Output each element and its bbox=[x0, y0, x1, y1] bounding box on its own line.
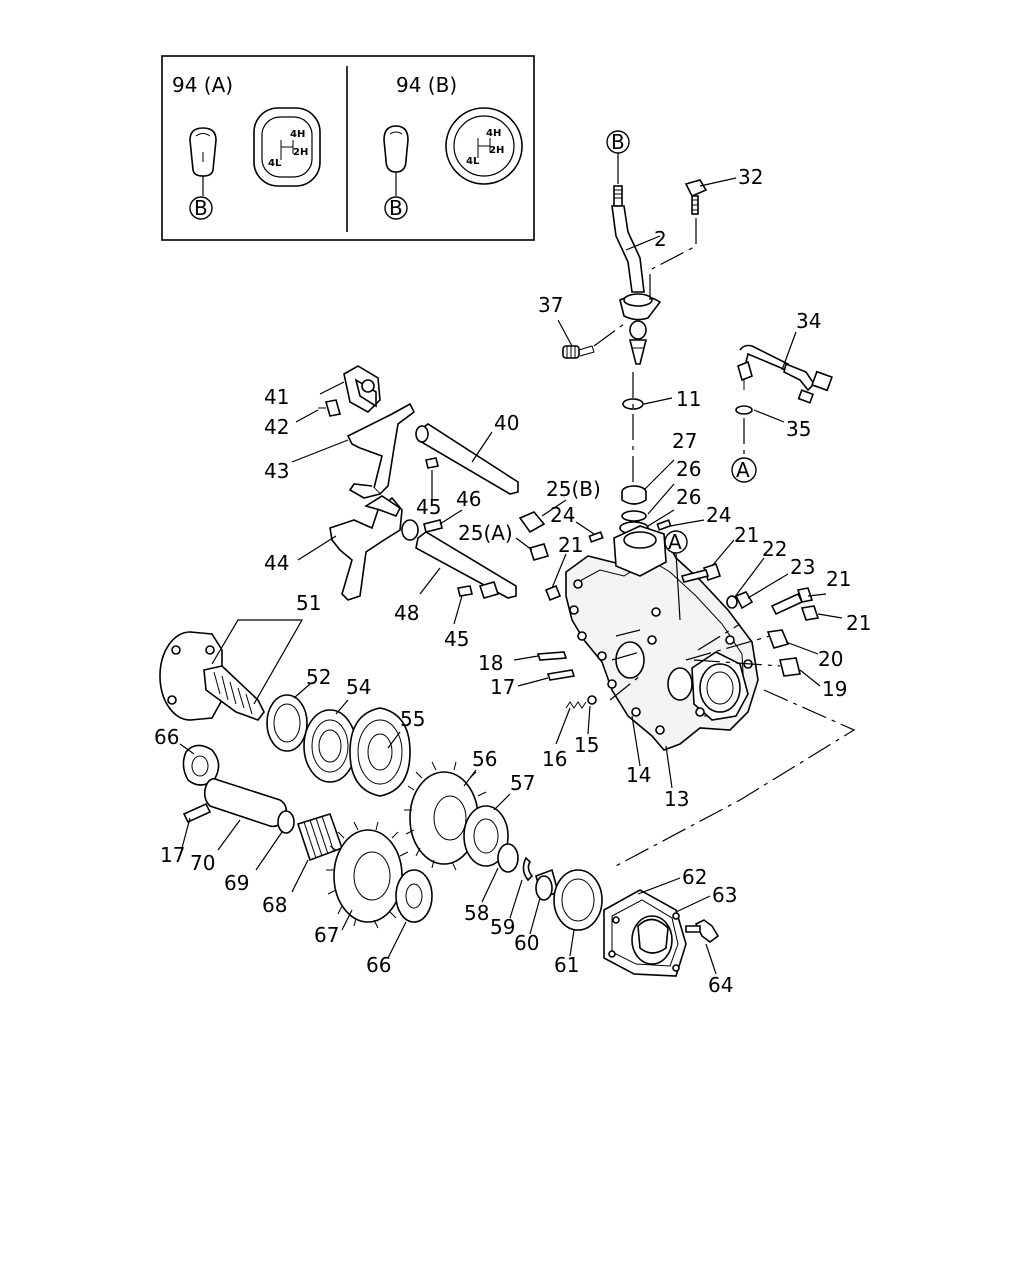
callout-26-upper: 26 bbox=[676, 457, 701, 481]
callout-45-upper: 45 bbox=[416, 495, 441, 519]
callout-67: 67 bbox=[314, 923, 339, 947]
pin-37-icon bbox=[562, 323, 625, 359]
callout-2: 2 bbox=[654, 227, 667, 251]
callout-25b: 25(B) bbox=[546, 477, 601, 501]
callout-20: 20 bbox=[818, 647, 843, 671]
rear-cover-assembly bbox=[603, 889, 720, 977]
shift-pattern-plate-b: 4H 2H 4L bbox=[445, 107, 523, 185]
callout-58: 58 bbox=[464, 901, 489, 925]
callout-60: 60 bbox=[514, 931, 539, 955]
callout-22: 22 bbox=[762, 537, 787, 561]
svg-text:4L: 4L bbox=[466, 156, 480, 167]
ref-b-marker-lever: B bbox=[611, 130, 625, 154]
callout-41: 41 bbox=[264, 385, 289, 409]
output-shaft-assembly bbox=[159, 631, 411, 797]
callout-32: 32 bbox=[738, 165, 763, 189]
callout-63: 63 bbox=[712, 883, 737, 907]
ref-b-marker-knob-a: B bbox=[194, 196, 208, 220]
callout-labels: 2 32 37 11 34 35 27 26 26 41 42 40 43 45… bbox=[154, 165, 871, 997]
switch-34-icon bbox=[737, 344, 833, 404]
callout-66-left: 66 bbox=[154, 725, 179, 749]
callout-57: 57 bbox=[510, 771, 535, 795]
callout-48: 48 bbox=[394, 601, 419, 625]
callout-27: 27 bbox=[672, 429, 697, 453]
callout-40: 40 bbox=[494, 411, 519, 435]
callout-24-right: 24 bbox=[706, 503, 731, 527]
callout-61: 61 bbox=[554, 953, 579, 977]
callout-54: 54 bbox=[346, 675, 371, 699]
svg-text:2H: 2H bbox=[293, 147, 308, 158]
callout-59: 59 bbox=[490, 915, 515, 939]
callout-66-right: 66 bbox=[366, 953, 391, 977]
shift-pattern-plate-a: 4H 2H 4L bbox=[253, 107, 321, 187]
ref-a-marker-switch bbox=[731, 457, 757, 483]
callout-15: 15 bbox=[574, 733, 599, 757]
callout-51: 51 bbox=[296, 591, 321, 615]
housing-hardware bbox=[518, 511, 820, 709]
svg-text:2H: 2H bbox=[489, 145, 504, 156]
callout-43: 43 bbox=[264, 459, 289, 483]
bolt-32-icon bbox=[684, 179, 708, 215]
callout-46: 46 bbox=[456, 487, 481, 511]
leader-lines bbox=[179, 177, 856, 975]
ref-b-marker-knob-b: B bbox=[389, 196, 403, 220]
callout-34: 34 bbox=[796, 309, 821, 333]
callout-64: 64 bbox=[708, 973, 733, 997]
callout-26-lower: 26 bbox=[676, 485, 701, 509]
callout-23: 23 bbox=[790, 555, 815, 579]
callout-56: 56 bbox=[472, 747, 497, 771]
callout-68: 68 bbox=[262, 893, 287, 917]
svg-text:4H: 4H bbox=[486, 128, 501, 139]
callout-55: 55 bbox=[400, 707, 425, 731]
callout-21-left: 21 bbox=[558, 533, 583, 557]
knob-a-icon: B bbox=[189, 127, 217, 220]
callout-18: 18 bbox=[478, 651, 503, 675]
svg-text:4H: 4H bbox=[290, 129, 305, 140]
shift-knob-inset: 94 (A) 94 (B) B 4H 2H 4L B bbox=[161, 55, 535, 241]
countershaft-assembly bbox=[182, 744, 603, 931]
callout-37: 37 bbox=[538, 293, 563, 317]
callout-17-housing: 17 bbox=[490, 675, 515, 699]
callout-70: 70 bbox=[190, 851, 215, 875]
callout-21-mid: 21 bbox=[826, 567, 851, 591]
callout-11: 11 bbox=[676, 387, 701, 411]
callout-16: 16 bbox=[542, 747, 567, 771]
transfer-case-housing: A bbox=[565, 525, 759, 751]
callout-14: 14 bbox=[626, 763, 651, 787]
callout-45-lower: 45 bbox=[444, 627, 469, 651]
washer-35-icon bbox=[735, 405, 753, 415]
callout-25a: 25(A) bbox=[458, 521, 513, 545]
callout-62: 62 bbox=[682, 865, 707, 889]
callout-24-left: 24 bbox=[550, 503, 575, 527]
callout-52: 52 bbox=[306, 665, 331, 689]
callout-21-right: 21 bbox=[846, 611, 871, 635]
callout-17-shaft: 17 bbox=[160, 843, 185, 867]
knob-b-icon: B bbox=[383, 125, 409, 220]
svg-text:A: A bbox=[668, 530, 682, 554]
callout-35: 35 bbox=[786, 417, 811, 441]
inset-label-94a: 94 (A) bbox=[172, 73, 233, 97]
callout-13: 13 bbox=[664, 787, 689, 811]
svg-text:4L: 4L bbox=[268, 158, 282, 169]
inset-label-94b: 94 (B) bbox=[396, 73, 457, 97]
callout-19: 19 bbox=[822, 677, 847, 701]
callout-42: 42 bbox=[264, 415, 289, 439]
callout-21-top: 21 bbox=[734, 523, 759, 547]
svg-text:A: A bbox=[736, 458, 750, 482]
callout-69: 69 bbox=[224, 871, 249, 895]
callout-44: 44 bbox=[264, 551, 289, 575]
shift-fork-assembly bbox=[318, 365, 519, 601]
